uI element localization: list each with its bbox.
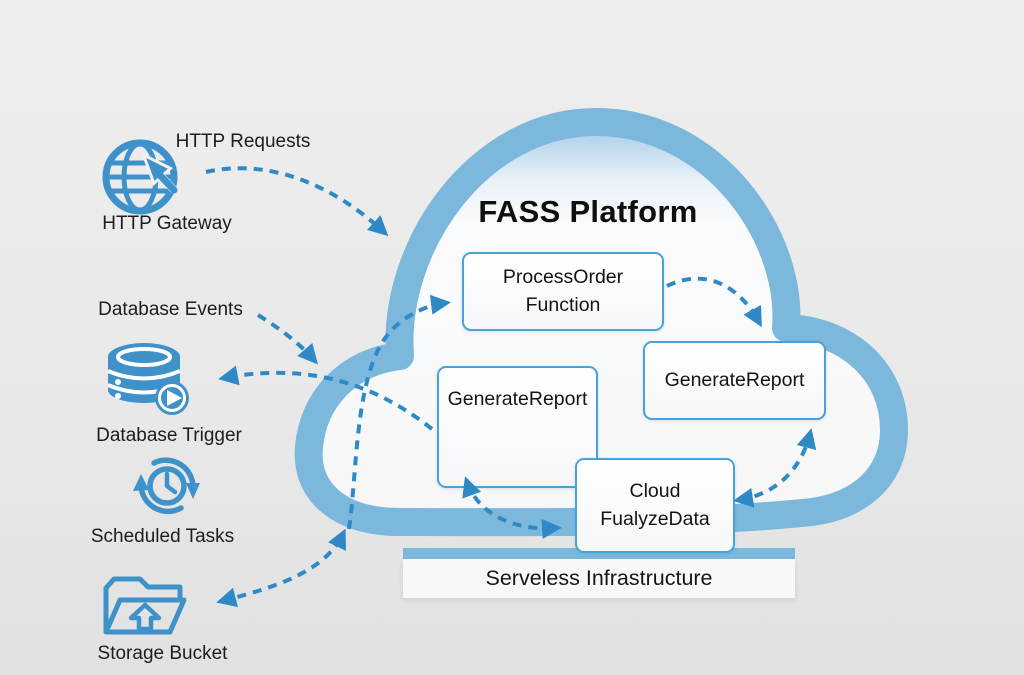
database-play-icon [107,343,189,415]
source-label-scheduled-tasks: Scheduled Tasks [90,526,235,547]
function-label: GenerateReport [447,388,588,410]
arrow-database-events-to-cloud [256,313,318,365]
clock-cycle-icon [133,457,200,515]
arrow-process-order-to-generate-report [666,276,762,328]
arrow-storage-bucket-cloud-bidirectional [216,528,347,608]
infrastructure-label: Serveless Infrastructure [485,566,713,590]
arrow-generate-report-cloud-fualyze-bidirectional [462,476,562,539]
function-box-generate-report-left: GenerateReport [437,366,598,488]
source-label-database-trigger: Database Trigger [96,425,242,446]
arrow-cloud-to-database-trigger [218,365,434,431]
source-flow-label-database-events: Database Events [98,299,243,320]
function-label: Cloud [629,479,681,502]
folder-upload-icon [103,576,187,635]
function-box-generate-report-right: GenerateReport [643,341,826,420]
function-box-process-order: ProcessOrder Function [462,252,664,331]
function-box-cloud-fualyze-data: Cloud FualyzeData [575,458,735,553]
arrow-up-to-process-order [347,294,451,530]
infrastructure-bar: Serveless Infrastructure [403,548,795,598]
function-label: ProcessOrder [502,265,624,288]
platform-title: FASS Platform [478,194,698,229]
function-label: Function [525,293,601,316]
source-label-http-gateway: HTTP Gateway [102,213,232,234]
function-label: FualyzeData [600,507,710,530]
globe-cursor-icon [102,139,178,215]
source-flow-label-http-requests: HTTP Requests [175,131,311,152]
infrastructure-bar-strip [403,548,795,559]
arrow-cloud-fualyze-generate-report-bidirectional [733,428,817,508]
source-label-storage-bucket: Storage Bucket [97,643,228,664]
function-label: GenerateReport [664,368,805,391]
